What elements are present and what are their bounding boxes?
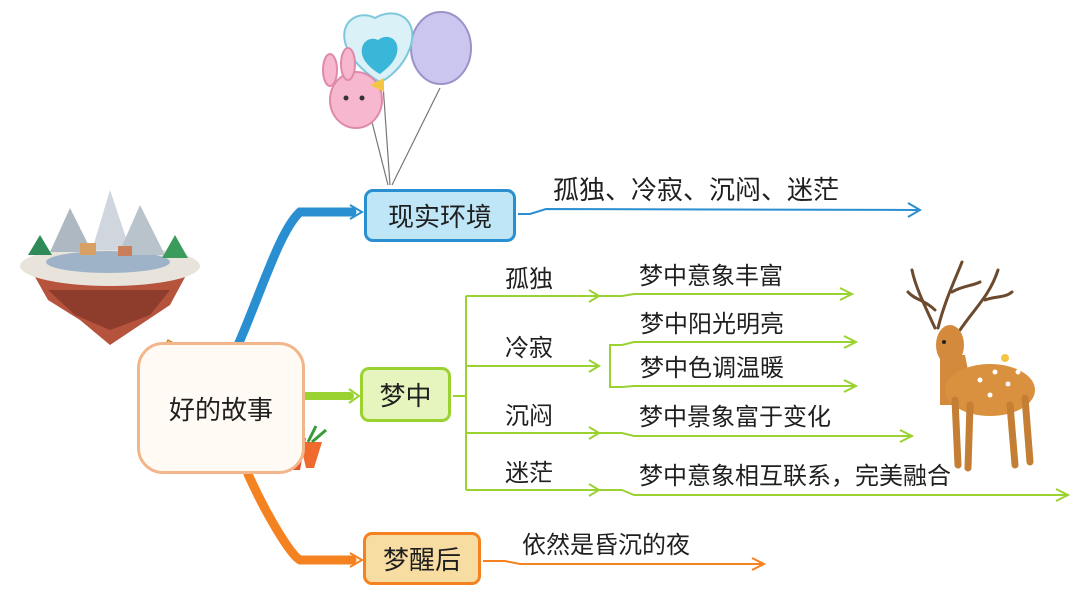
arrow-g2-i1 — [843, 335, 859, 349]
branch-after-node[interactable]: 梦醒后 — [363, 532, 481, 585]
link-root-reality — [233, 207, 357, 350]
branch-after-label: 梦醒后 — [382, 546, 461, 576]
dream-group-3-label: 沉闷 — [505, 402, 553, 430]
dream-item-1-1: 梦中意象丰富 — [639, 262, 783, 290]
arrow-after-detail — [751, 557, 767, 571]
dream-item-2-1: 梦中阳光明亮 — [640, 310, 784, 338]
branch-reality-label: 现实环境 — [387, 203, 492, 233]
arrow-g2-i2 — [843, 379, 859, 393]
dream-item-4-1: 梦中意象相互联系，完美融合 — [639, 462, 951, 490]
root-node[interactable]: 好的故事 — [137, 342, 305, 474]
underline-g2-i1 — [621, 341, 854, 346]
dream-item-3-1: 梦中景象富于变化 — [639, 403, 831, 431]
branch-g2 — [609, 344, 622, 388]
link-reality-detail — [518, 207, 919, 215]
dream-group-1-label: 孤独 — [505, 265, 553, 293]
balloons-icon — [322, 11, 472, 186]
arrow-g3-i1 — [899, 429, 915, 443]
underline-g4-i1 — [599, 489, 1066, 496]
deer-icon — [906, 260, 1035, 472]
arrow-head-after — [349, 552, 364, 568]
dream-group-2-label: 冷寂 — [505, 334, 553, 362]
underline-g2-i2 — [621, 385, 854, 388]
floating-island-icon — [20, 190, 200, 345]
dream-group-4-label: 迷茫 — [505, 459, 553, 487]
arrow-head-dream — [348, 388, 361, 404]
link-root-after — [243, 469, 357, 565]
arrow-g1-i1 — [839, 287, 855, 301]
branch-reality-node[interactable]: 现实环境 — [364, 189, 516, 242]
dream-item-2-2: 梦中色调温暖 — [640, 354, 784, 382]
underline-g3-i1 — [599, 432, 910, 437]
root-label: 好的故事 — [168, 395, 273, 426]
arrow-reality-detail — [907, 202, 922, 218]
arrow-g2 — [588, 359, 601, 373]
reality-detail-label: 孤独、冷寂、沉闷、迷茫 — [553, 176, 840, 206]
arrow-g4-i1 — [1055, 488, 1071, 502]
after-detail-label: 依然是昏沉的夜 — [522, 531, 690, 559]
branch-dream-node[interactable]: 梦中 — [360, 367, 451, 422]
arrow-head-reality — [349, 204, 364, 220]
dream-trunk — [453, 296, 467, 490]
branch-dream-label: 梦中 — [379, 382, 432, 412]
link-after-detail — [483, 560, 762, 565]
underline-g1-i1 — [599, 293, 850, 297]
